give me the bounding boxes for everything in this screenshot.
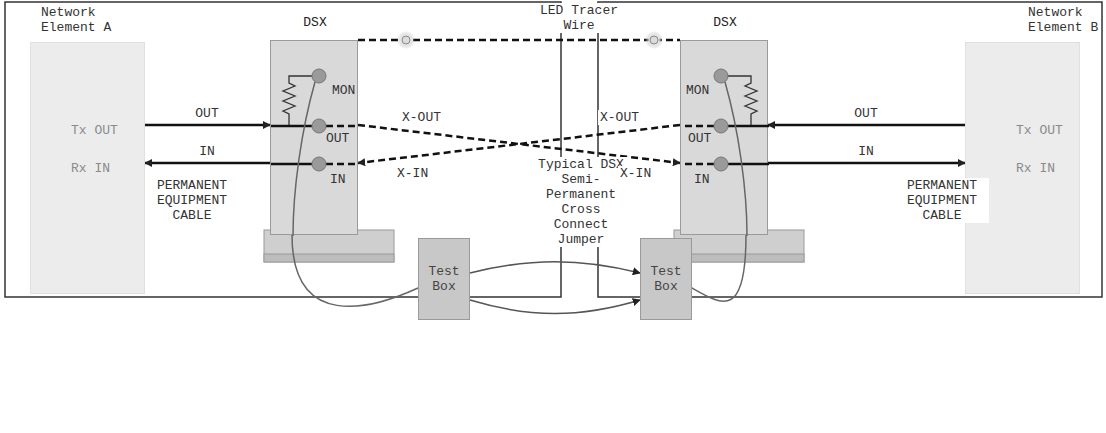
cross-connect-jumper bbox=[358, 125, 680, 163]
port-label: Rx IN bbox=[71, 161, 110, 176]
test-cord bbox=[293, 82, 315, 236]
wire-label: IN bbox=[197, 144, 217, 159]
equipment-wire bbox=[728, 163, 769, 166]
heading-text: DSX bbox=[271, 15, 359, 30]
jack-group bbox=[271, 69, 359, 236]
cross-connect-wire bbox=[326, 163, 359, 166]
led-glow bbox=[645, 31, 663, 49]
heading-text: Network Element A bbox=[41, 5, 121, 35]
equipment-cable bbox=[768, 124, 965, 127]
port-label: Tx OUT bbox=[71, 123, 118, 138]
signal-name: X-OUT bbox=[598, 110, 641, 125]
dsx-pedestal-lip bbox=[674, 254, 804, 262]
equipment-cable bbox=[145, 124, 270, 127]
cable-note: PERMANENT EQUIPMENT CABLE bbox=[145, 178, 239, 223]
wire-label: LED Tracer Wire bbox=[530, 3, 629, 33]
wire-label: OUT bbox=[852, 106, 879, 121]
test-box: Test Box bbox=[640, 238, 692, 320]
dsx-panel: DSXMONOUTIN bbox=[680, 40, 768, 235]
port-label: MON bbox=[331, 83, 356, 98]
port-label: OUT bbox=[325, 131, 350, 146]
test-cord bbox=[692, 235, 746, 301]
wire-label: OUT bbox=[193, 106, 220, 121]
jack-circle bbox=[312, 157, 326, 171]
jack-circle bbox=[714, 119, 728, 133]
test-cord bbox=[470, 262, 640, 273]
signal-name: X-IN bbox=[618, 166, 653, 181]
test-cord bbox=[292, 235, 418, 306]
heading-text: DSX bbox=[681, 15, 769, 30]
network-element-panel: Network Element ATx OUTRx IN bbox=[30, 42, 145, 294]
dsx-pedestal-lip bbox=[264, 254, 394, 262]
cable-note: PERMANENT EQUIPMENT CABLE bbox=[895, 178, 989, 223]
equipment-cable bbox=[145, 162, 270, 165]
port-label: IN bbox=[329, 172, 347, 187]
led-glow bbox=[397, 31, 415, 49]
equipment-cable bbox=[768, 162, 965, 165]
signal-name: X-IN bbox=[395, 166, 430, 181]
network-element-panel: Network Element BTx OUTRx IN bbox=[965, 42, 1080, 294]
port-label: IN bbox=[693, 172, 711, 187]
cross-connect-wire bbox=[681, 163, 714, 166]
port-label: Rx IN bbox=[1016, 161, 1055, 176]
equipment-wire bbox=[728, 125, 769, 128]
cross-connect-jumper bbox=[358, 125, 680, 163]
port-label: Tx OUT bbox=[1016, 123, 1063, 138]
box-text: Test Box bbox=[644, 264, 688, 294]
port-label: MON bbox=[685, 83, 710, 98]
cross-connect-wire bbox=[326, 125, 359, 128]
wire-label: IN bbox=[856, 144, 876, 159]
jack-circle bbox=[714, 69, 728, 83]
test-cord bbox=[470, 300, 640, 314]
heading-text: Network Element B bbox=[1028, 5, 1103, 35]
jack-circle bbox=[312, 119, 326, 133]
test-box: Test Box bbox=[418, 238, 470, 320]
led-indicator bbox=[402, 36, 410, 44]
jumper-note: Typical DSX Semi-Permanent Cross Connect… bbox=[534, 157, 628, 247]
signal-name: X-OUT bbox=[400, 110, 443, 125]
equipment-wire bbox=[271, 163, 312, 166]
jack-circle bbox=[714, 157, 728, 171]
test-cord bbox=[725, 82, 747, 236]
led-indicator bbox=[650, 36, 658, 44]
dsx-panel: DSXMONOUTIN bbox=[270, 40, 358, 235]
port-label: OUT bbox=[687, 131, 712, 146]
equipment-wire bbox=[271, 125, 312, 128]
cross-connect-wire bbox=[681, 125, 714, 128]
box-text: Test Box bbox=[422, 264, 466, 294]
jack-circle bbox=[312, 69, 326, 83]
jack-group bbox=[681, 69, 769, 236]
